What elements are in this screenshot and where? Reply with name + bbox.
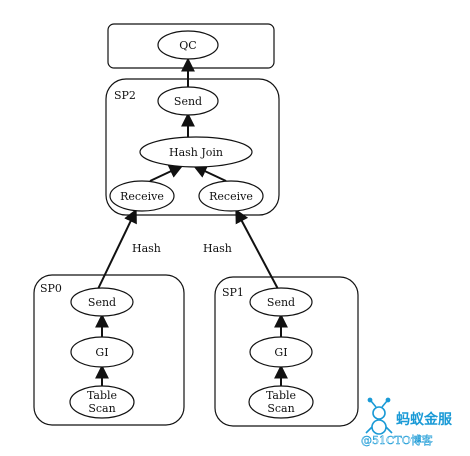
sp0-box [33,274,185,426]
receive-right-node [198,180,264,212]
sp0-send-node-label: Send [88,296,116,309]
sp2-box-label: SP2 [114,89,136,102]
edge-receive-right-to-hash-join [192,165,227,182]
sp1-table-scan-label-line2: Scan [267,402,294,415]
sp0-gi-node-label: GI [95,346,108,359]
sp0-box-label: SP0 [40,282,62,295]
receive-right-node-label: Receive [209,190,253,203]
edge-label-hash-left: Hash [132,242,161,255]
sp0-table-scan-node [69,385,135,419]
sp1-gi-node [249,336,313,368]
qc-node [157,30,219,60]
sp1-box [214,276,359,427]
hash-join-node [139,136,253,168]
edge-receive-left-to-hash-join [149,165,184,182]
watermark-credit: @51CTO博客 [361,433,433,447]
sp0-gi-node [70,336,134,368]
edge-sp0-send-to-receive-left [97,208,137,290]
sp2-send-node [157,86,219,116]
edge-sp1-send-to-receive-right [235,208,279,290]
sp2-box [105,78,280,216]
sp1-table-scan-label-line1: Table [266,389,296,402]
ant-logo-icon [365,397,393,435]
qc-node-label: QC [179,39,196,52]
receive-left-node [109,180,175,212]
watermark-brand: 蚂蚁金服 [396,411,453,428]
edge-label-hash-right: Hash [203,242,232,255]
sp1-box-label: SP1 [222,286,244,299]
sp1-send-node [249,287,313,317]
hash-join-node-label: Hash Join [169,146,223,159]
sp0-table-scan-label-line1: Table [87,389,117,402]
sp1-gi-node-label: GI [274,346,287,359]
sp0-send-node [70,287,134,317]
sp2-send-node-label: Send [174,95,202,108]
sp0-table-scan-label-line2: Scan [88,402,115,415]
sp1-send-node-label: Send [267,296,295,309]
receive-left-node-label: Receive [120,190,164,203]
sp1-table-scan-node [248,385,314,419]
watermark: 蚂蚁金服 @51CTO博客 [361,397,453,447]
